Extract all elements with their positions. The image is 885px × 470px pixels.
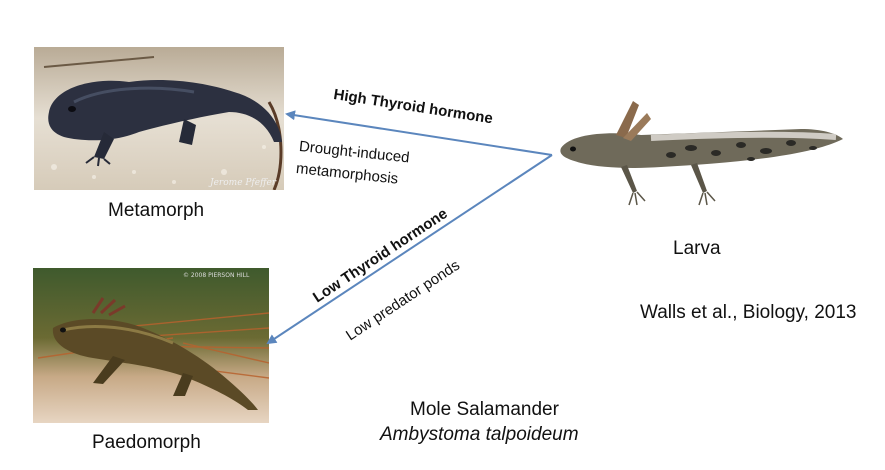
larva-label: Larva: [673, 238, 721, 259]
metamorph-photo: Jerome Pfeffer: [34, 47, 284, 190]
copyright-mark: © 2008 PIERSON HILL: [183, 272, 250, 279]
species-common-name: Mole Salamander: [410, 399, 559, 420]
larva-photo: [551, 93, 848, 218]
species-scientific-name: Ambystoma talpoideum: [380, 424, 579, 445]
signature-mark: Jerome Pfeffer: [208, 178, 277, 188]
paedomorph-photo: © 2008 PIERSON HILL: [33, 268, 269, 423]
citation: Walls et al., Biology, 2013: [640, 302, 857, 323]
low-thyroid-arrow: [266, 154, 553, 345]
paedomorph-label: Paedomorph: [92, 432, 201, 453]
high-thyroid-arrow: [285, 110, 553, 156]
metamorph-label: Metamorph: [108, 200, 205, 221]
